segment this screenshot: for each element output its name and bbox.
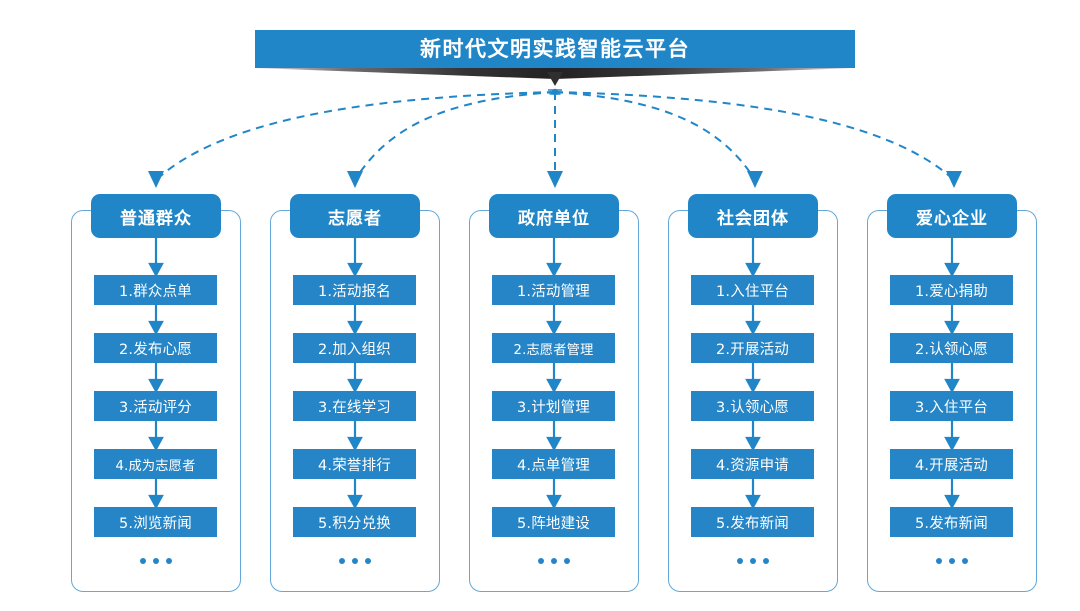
dot bbox=[537, 558, 544, 564]
step-item-1-1[interactable]: 1.群众点单 bbox=[94, 275, 217, 305]
step-item-4-2[interactable]: 2.开展活动 bbox=[691, 333, 814, 363]
step-item-1-5[interactable]: 5.浏览新闻 bbox=[94, 507, 217, 537]
column-header-2[interactable]: 志愿者 bbox=[290, 194, 420, 238]
dot bbox=[749, 558, 756, 564]
connector-arrow-2 bbox=[347, 171, 363, 188]
step-item-2-3[interactable]: 3.在线学习 bbox=[293, 391, 416, 421]
step-item-1-2[interactable]: 2.发布心愿 bbox=[94, 333, 217, 363]
step-item-2-1[interactable]: 1.活动报名 bbox=[293, 275, 416, 305]
dot bbox=[935, 558, 942, 564]
step-item-2-5[interactable]: 5.积分兑换 bbox=[293, 507, 416, 537]
ellipsis-5 bbox=[890, 552, 1013, 570]
hub-node bbox=[551, 88, 559, 96]
step-item-5-4[interactable]: 4.开展活动 bbox=[890, 449, 1013, 479]
dot bbox=[165, 558, 172, 564]
dot bbox=[550, 558, 557, 564]
step-item-3-3[interactable]: 3.计划管理 bbox=[492, 391, 615, 421]
dot bbox=[351, 558, 358, 564]
column-header-1[interactable]: 普通群众 bbox=[91, 194, 221, 238]
connector-to-col-1 bbox=[155, 91, 556, 181]
step-item-5-1[interactable]: 1.爱心捐助 bbox=[890, 275, 1013, 305]
step-item-4-1[interactable]: 1.入住平台 bbox=[691, 275, 814, 305]
ellipsis-2 bbox=[293, 552, 416, 570]
column-header-label-3: 政府单位 bbox=[518, 208, 590, 229]
step-item-5-3[interactable]: 3.入住平台 bbox=[890, 391, 1013, 421]
step-item-4-5[interactable]: 5.发布新闻 bbox=[691, 507, 814, 537]
connector-to-col-4 bbox=[554, 91, 756, 181]
step-item-2-2[interactable]: 2.加入组织 bbox=[293, 333, 416, 363]
column-header-5[interactable]: 爱心企业 bbox=[887, 194, 1017, 238]
column-header-label-2: 志愿者 bbox=[328, 208, 382, 229]
step-item-5-5[interactable]: 5.发布新闻 bbox=[890, 507, 1013, 537]
connector-to-col-5 bbox=[554, 91, 955, 181]
step-item-3-2[interactable]: 2.志愿者管理 bbox=[492, 333, 615, 363]
connector-to-col-2 bbox=[354, 91, 556, 181]
ellipsis-4 bbox=[691, 552, 814, 570]
step-item-1-4[interactable]: 4.成为志愿者 bbox=[94, 449, 217, 479]
step-item-2-4[interactable]: 4.荣誉排行 bbox=[293, 449, 416, 479]
dot bbox=[948, 558, 955, 564]
dot bbox=[736, 558, 743, 564]
ellipsis-1 bbox=[94, 552, 217, 570]
banner-bar: 新时代文明实践智能云平台 bbox=[255, 30, 855, 68]
connector-arrow-1 bbox=[148, 171, 164, 188]
column-header-label-4: 社会团体 bbox=[717, 208, 789, 229]
dot bbox=[338, 558, 345, 564]
column-header-label-5: 爱心企业 bbox=[916, 208, 988, 229]
page-title: 新时代文明实践智能云平台 bbox=[420, 36, 690, 61]
column-header-3[interactable]: 政府单位 bbox=[489, 194, 619, 238]
step-item-4-3[interactable]: 3.认领心愿 bbox=[691, 391, 814, 421]
dot bbox=[563, 558, 570, 564]
connector-arrow-3 bbox=[547, 171, 563, 188]
dot bbox=[364, 558, 371, 564]
dot bbox=[139, 558, 146, 564]
dot bbox=[762, 558, 769, 564]
step-item-5-2[interactable]: 2.认领心愿 bbox=[890, 333, 1013, 363]
step-item-1-3[interactable]: 3.活动评分 bbox=[94, 391, 217, 421]
ellipsis-3 bbox=[492, 552, 615, 570]
platform-title-banner: 新时代文明实践智能云平台 bbox=[255, 30, 855, 68]
connector-arrow-4 bbox=[747, 171, 763, 188]
step-item-3-4[interactable]: 4.点单管理 bbox=[492, 449, 615, 479]
step-item-3-5[interactable]: 5.阵地建设 bbox=[492, 507, 615, 537]
dot bbox=[152, 558, 159, 564]
step-item-4-4[interactable]: 4.资源申请 bbox=[691, 449, 814, 479]
column-header-4[interactable]: 社会团体 bbox=[688, 194, 818, 238]
dot bbox=[961, 558, 968, 564]
column-header-label-1: 普通群众 bbox=[120, 208, 192, 229]
connector-arrow-5 bbox=[946, 171, 962, 188]
step-item-3-1[interactable]: 1.活动管理 bbox=[492, 275, 615, 305]
